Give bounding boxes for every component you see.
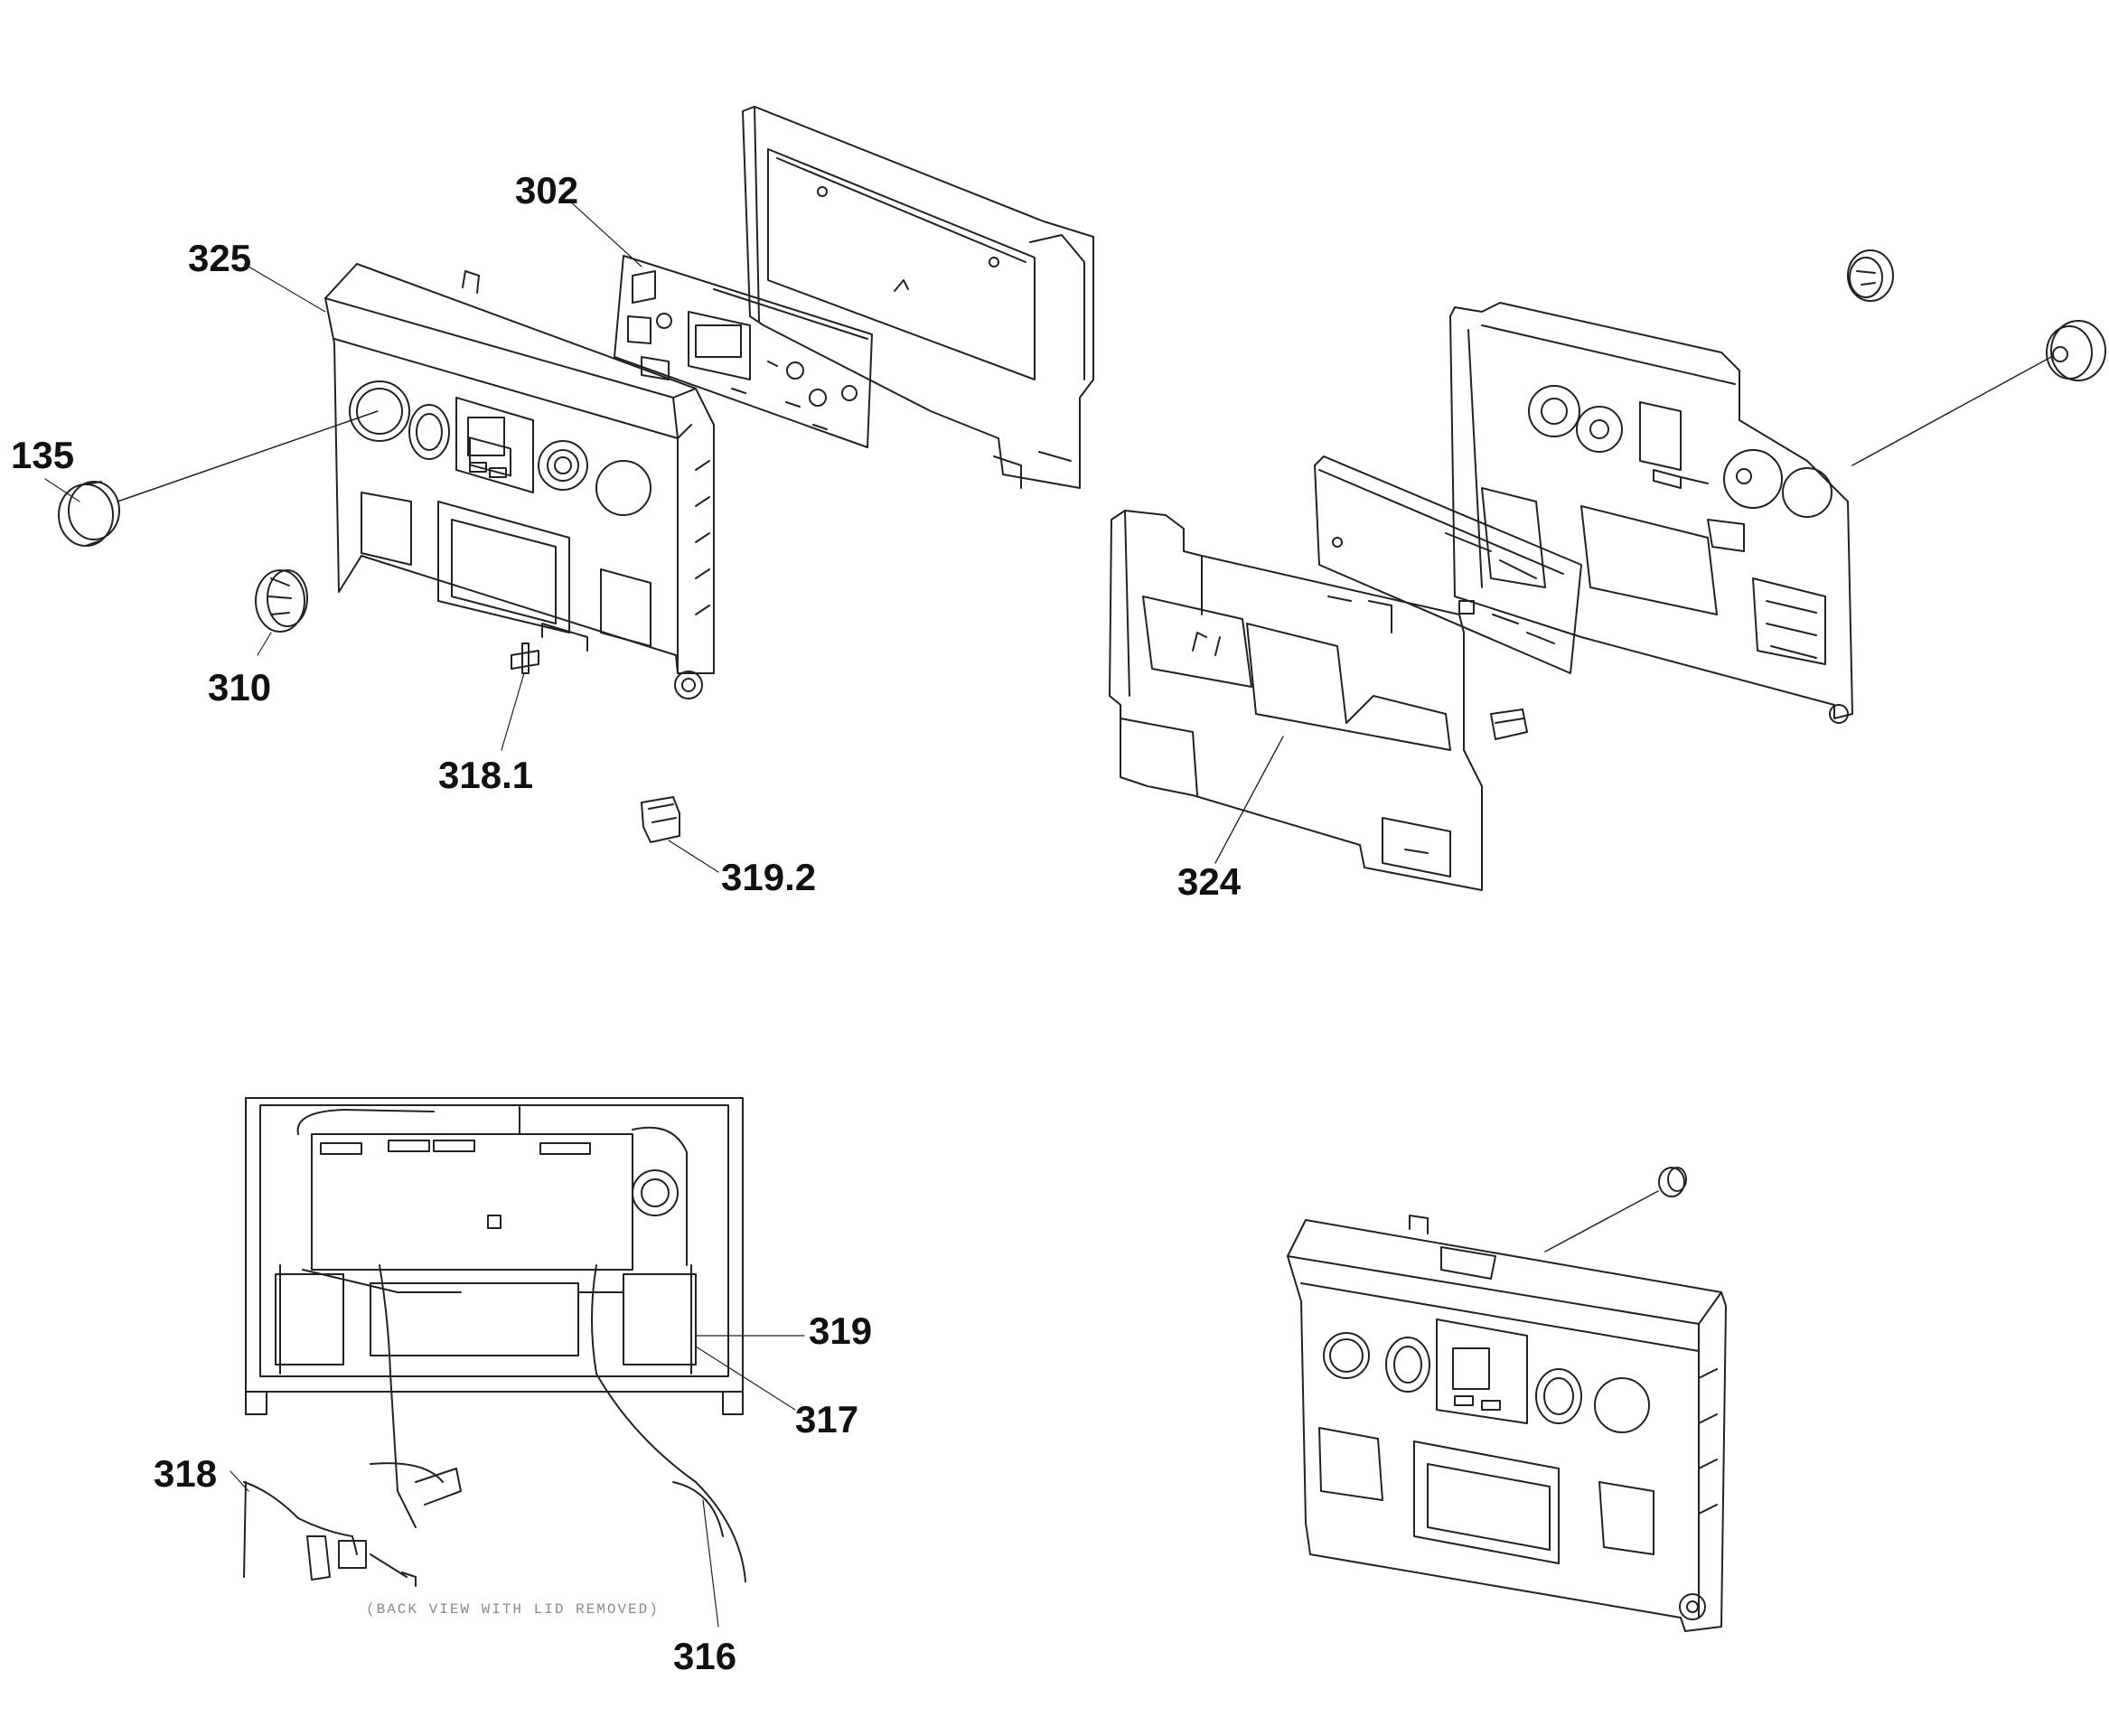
front-housing-325	[324, 263, 715, 699]
cover-324	[1109, 510, 1483, 891]
knob-135	[58, 410, 379, 547]
rear-cover	[742, 106, 1094, 489]
callout-319-2: 319.2	[714, 851, 816, 896]
circuit-board-302	[614, 255, 873, 448]
callout-135: 135	[4, 429, 74, 474]
assembled-front-housing	[1287, 1167, 1727, 1632]
callout-317: 317	[788, 1393, 858, 1439]
callout-318: 318	[146, 1448, 217, 1493]
rear-connector	[1490, 708, 1528, 740]
callout-325: 325	[181, 232, 251, 277]
dial-small	[1847, 249, 1894, 302]
back-view-caption: (BACK VIEW WITH LID REMOVED)	[366, 1601, 660, 1618]
back-view-assembly	[243, 1097, 746, 1587]
callout-318-1: 318.1	[431, 749, 533, 794]
knob-right	[1851, 320, 2106, 466]
knob-310	[255, 569, 308, 633]
rear-housing-assembly	[1449, 302, 1853, 724]
rear-circuit-board	[1314, 455, 1582, 674]
callout-319: 319	[801, 1305, 872, 1350]
cable-clip-318-1	[511, 643, 539, 674]
callout-302: 302	[508, 164, 578, 210]
callout-316: 316	[666, 1630, 736, 1675]
callout-324: 324	[1170, 856, 1241, 901]
connector-319-2	[641, 796, 680, 843]
callout-310: 310	[201, 662, 271, 707]
